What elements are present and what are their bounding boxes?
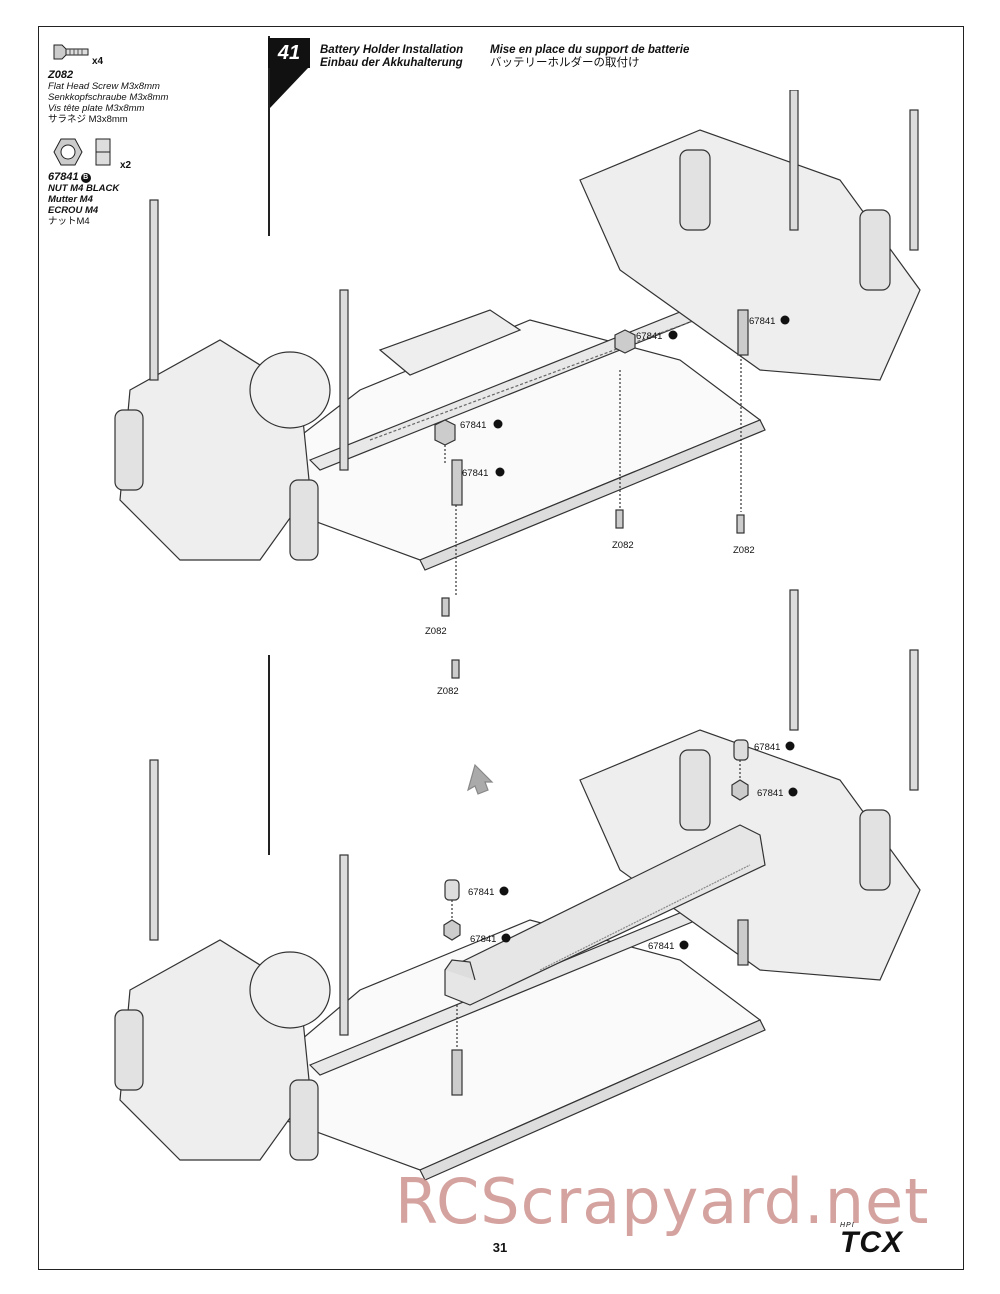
step-number-tab	[270, 68, 308, 108]
title-jp: バッテリーホルダーの取付け	[490, 57, 640, 69]
callout-z082-3: Z082	[425, 626, 447, 637]
title-fr: Mise en place du support de batterie	[490, 44, 690, 56]
assembly-diagram: 67841 67841 67841 67841 Z082 Z082 Z082 Z…	[114, 90, 921, 1181]
badge-3-icon	[679, 940, 689, 950]
page-number: 31	[492, 1240, 508, 1255]
screw-name-fr: Vis tête plate M3x8mm	[48, 103, 145, 114]
nut-code: 67841	[48, 171, 79, 183]
callout-z082-4: Z082	[437, 686, 459, 697]
callout-67841-e-bottom-2: 67841	[468, 887, 494, 898]
logo-small-text: HPI	[840, 1222, 855, 1229]
nut-badge: B	[80, 173, 91, 183]
callout-67841-3-bottom: 67841	[648, 941, 674, 952]
screw-name-de: Senkkopfschraube M3x8mm	[48, 92, 169, 103]
nut-name-en: NUT M4 BLACK	[48, 183, 120, 194]
title-en: Battery Holder Installation	[320, 44, 464, 56]
tcx-logo: HPI TCX	[840, 1222, 903, 1260]
badge-b-icon	[501, 933, 511, 943]
badge-e-icon	[785, 741, 795, 751]
callout-z082-1: Z082	[612, 540, 634, 551]
callout-67841-e-top: 67841	[636, 331, 662, 342]
screw-name-jp: サラネジ M3x8mm	[48, 114, 128, 125]
badge-b-icon	[788, 787, 798, 797]
nut-qty: x2	[120, 160, 132, 171]
watermark: RCScrapyard.net	[395, 1165, 930, 1238]
callout-67841-d-top: 67841	[749, 316, 775, 327]
callout-67841-b-bottom-2: 67841	[470, 934, 496, 945]
step-divider	[268, 36, 270, 236]
callouts-bottom: 67841 67841 67841 67841 67841	[468, 741, 798, 952]
callout-67841-b-bottom-1: 67841	[757, 788, 783, 799]
step-divider-lower	[268, 655, 270, 855]
badge-d-icon	[780, 315, 790, 325]
flat-head-screw-icon	[53, 44, 89, 60]
screw-code: Z082	[48, 69, 74, 81]
nut-name-fr: ECROU M4	[48, 205, 99, 216]
title-de: Einbau der Akkuhalterung	[320, 57, 463, 69]
nut-icon	[53, 138, 111, 166]
callout-z082-2: Z082	[733, 545, 755, 556]
screw-qty: x4	[92, 56, 104, 67]
page-frame	[38, 26, 964, 1270]
step-number: 41	[268, 38, 310, 68]
badge-e-icon	[499, 886, 509, 896]
badge-e-icon	[668, 330, 678, 340]
nut-name-de: Mutter M4	[48, 194, 93, 205]
chassis-top	[114, 90, 921, 679]
badge-b-icon	[493, 419, 503, 429]
callouts-top: 67841 67841 67841 67841 Z082 Z082 Z082 Z…	[425, 315, 790, 697]
badge-c-icon	[495, 467, 505, 477]
screw-name-en: Flat Head Screw M3x8mm	[48, 81, 160, 92]
callout-67841-e-bottom-1: 67841	[754, 742, 780, 753]
callout-67841-c-top: 67841	[462, 468, 488, 479]
nut-name-jp: ナットM4	[48, 216, 90, 227]
callout-67841-b-top: 67841	[460, 420, 486, 431]
logo-text: TCX	[840, 1226, 903, 1259]
chassis-bottom	[114, 589, 921, 1181]
